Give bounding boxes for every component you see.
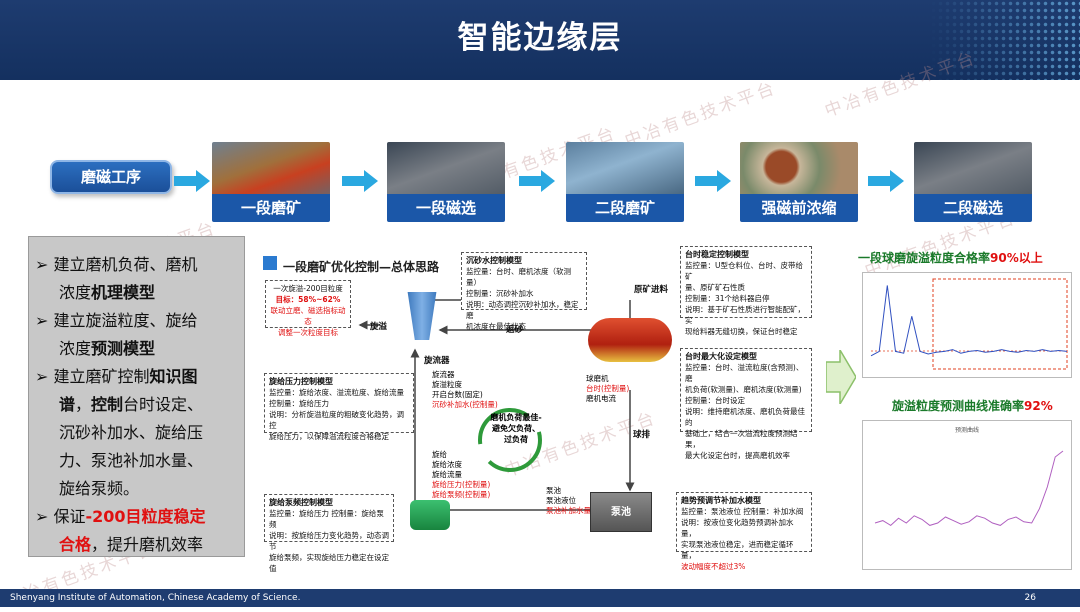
watermark: 中冶有色技术平台 bbox=[621, 73, 780, 151]
label-discharge: 球排 bbox=[633, 428, 650, 440]
series-line bbox=[871, 285, 1067, 355]
prediction-chart-svg bbox=[863, 421, 1071, 569]
page-title: 智能边缘层 bbox=[0, 12, 1080, 57]
process-step-label: 一段磁选 bbox=[387, 194, 505, 222]
mill-detail: 球磨机 台时(控制量) 磨机电流 bbox=[586, 374, 629, 404]
cyclone-detail: 旋流器 旋溢粒度 开启台数(固定) 沉砂补加水(控制量) bbox=[432, 370, 498, 410]
target-box: 一次旋溢-200目粒度 目标：58%~62% 联动立磨、磁选指标动态 调整一次粒… bbox=[265, 280, 351, 328]
bullet-item: ➢ 保证-200目粒度稳定 bbox=[35, 503, 206, 531]
process-step-label: 二段磨矿 bbox=[566, 194, 684, 222]
footer-institution: Shenyang Institute of Automation, Chines… bbox=[10, 589, 300, 607]
arrow-right-icon bbox=[868, 170, 904, 192]
bullet-item-cont: 浓度机理模型 bbox=[59, 279, 155, 307]
pool-detail: 泵池 泵池液位 泵池补加水量 bbox=[546, 486, 591, 516]
process-step-label: 二段磁选 bbox=[914, 194, 1032, 222]
arrow-right-icon bbox=[519, 170, 555, 192]
ball-mill-icon bbox=[588, 318, 672, 362]
qualified-rate-chart bbox=[862, 272, 1072, 378]
label-ore-in: 原矿进料 bbox=[634, 283, 668, 295]
process-step-2: 一段磁选 bbox=[387, 142, 505, 222]
page-number: 26 bbox=[1025, 589, 1036, 607]
bullet-item: ➢ 建立磨机负荷、磨机 bbox=[35, 251, 198, 279]
pump-icon bbox=[410, 500, 450, 530]
key-points-panel: ➢ 建立磨机负荷、磨机 浓度机理模型 ➢ 建立旋溢粒度、旋给 浓度预测模型 ➢ … bbox=[28, 236, 245, 557]
label-overflow: 旋溢 bbox=[370, 320, 387, 332]
bullet-item-cont: 浓度预测模型 bbox=[59, 335, 155, 363]
feed-detail: 旋给 旋给浓度 旋给流量 旋给压力(控制量) 旋给泵频(控制量) bbox=[432, 450, 490, 500]
feed-pump-model-box: 旋给泵频控制模型 监控量：旋给压力 控制量：旋给泵频 说明：按旋给压力变化趋势，… bbox=[264, 494, 394, 542]
sand-water-model-box: 沉砂水控制模型 监控量：台时、磨机浓度（软测量） 控制量：沉砂补加水 说明：动态… bbox=[461, 252, 587, 310]
arrow-right-icon bbox=[174, 170, 210, 192]
label-cyclone: 旋流器 bbox=[424, 354, 450, 366]
arrow-right-icon bbox=[695, 170, 731, 192]
result-title-1: 一段球磨旋溢粒度合格率90%以上 bbox=[858, 249, 1043, 266]
process-step-5: 二段磁选 bbox=[914, 142, 1032, 222]
process-step-4: 强磁前浓缩 bbox=[740, 142, 858, 222]
arrow-right-icon bbox=[826, 350, 856, 404]
feed-pressure-model-box: 旋给压力控制模型 监控量：旋给浓度、溢流粒度、旋给流量 控制量：旋给压力 说明：… bbox=[264, 373, 414, 433]
footer-bar: Shenyang Institute of Automation, Chines… bbox=[0, 589, 1080, 607]
process-step-1: 一段磨矿 bbox=[212, 142, 330, 222]
process-step-3: 二段磨矿 bbox=[566, 142, 684, 222]
bullet-item-cont: 谱，控制台时设定、 bbox=[59, 391, 203, 419]
pump-pool-icon: 泵池 bbox=[590, 492, 652, 532]
max-feed-model-box: 台时最大化设定模型 监控量：台时、溢流粒度(含预测)、磨 机负荷(软测量)、磨机… bbox=[680, 348, 812, 432]
bullet-item-cont: 合格，提升磨机效率 bbox=[59, 531, 203, 559]
process-step-label: 强磁前浓缩 bbox=[740, 194, 858, 222]
prediction-chart-title: 预测曲线 bbox=[863, 425, 1071, 434]
stage-label: 磨磁工序 bbox=[50, 160, 172, 194]
series-line bbox=[875, 451, 1063, 525]
result-title-2: 旋溢粒度预测曲线准确率92% bbox=[892, 397, 1053, 414]
feed-stable-model-box: 台时稳定控制模型 监控量：U型仓料位、台时、皮带给矿 量、原矿矿石性质 控制量：… bbox=[680, 246, 812, 318]
pump-pool-model-box: 趋势预调节补加水模型 监控量：泵池液位 控制量：补加水阀 说明：按液位变化趋势预… bbox=[676, 492, 812, 552]
bullet-item-cont: 力、泵池补加水量、 bbox=[59, 447, 203, 475]
bullet-item-cont: 旋给泵频。 bbox=[59, 475, 139, 503]
arrow-right-icon bbox=[342, 170, 378, 192]
bullet-item-cont: 沉砂补加水、旋给压 bbox=[59, 419, 203, 447]
cycle-text: 磨机负荷最佳- 避免欠负荷、 过负荷 bbox=[486, 412, 546, 445]
prediction-chart: 预测曲线 bbox=[862, 420, 1072, 570]
bullet-item: ➢ 建立磨矿控制知识图 bbox=[35, 363, 198, 391]
process-step-label: 一段磨矿 bbox=[212, 194, 330, 222]
bullet-item: ➢ 建立旋溢粒度、旋给 bbox=[35, 307, 198, 335]
qualified-rate-chart-svg bbox=[863, 273, 1071, 377]
